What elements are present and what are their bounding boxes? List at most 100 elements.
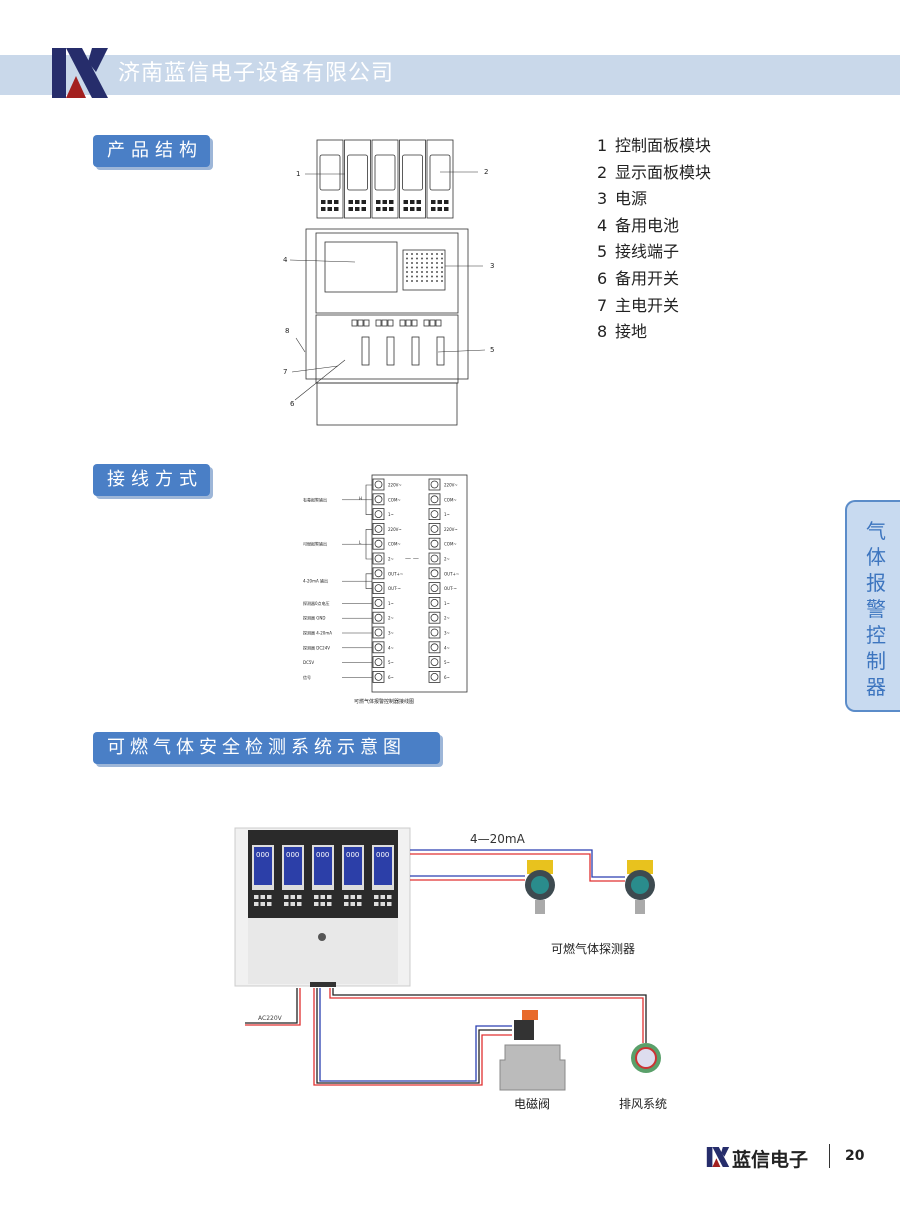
terminal-screw: [430, 613, 439, 622]
power-wire-black: [245, 988, 298, 1024]
terminal-label: 6~: [444, 675, 450, 680]
relay: [429, 319, 436, 327]
lcd-reading: 000: [346, 851, 359, 859]
power-wire-red: [245, 988, 301, 1026]
module-key: [334, 207, 339, 211]
group-bracket: [365, 484, 372, 515]
panel-key: [284, 902, 289, 906]
legend-number: 2: [597, 162, 608, 182]
fan-wire-red: [329, 988, 644, 1043]
module-key: [355, 200, 360, 204]
panel-key: [267, 902, 272, 906]
callout-number: 3: [490, 262, 494, 270]
terminal-label: OUT-~: [388, 586, 401, 591]
side-tab-char: 器: [866, 675, 886, 699]
terminal-label: OUT+~: [388, 571, 403, 576]
terminal-block: [361, 336, 370, 366]
vent-hole: [416, 275, 418, 278]
wire-label: 探测器 GND: [303, 615, 325, 621]
relay: [351, 319, 358, 327]
panel-key: [344, 902, 349, 906]
terminal-label: 3~: [388, 631, 394, 636]
terminal-label: COM~: [444, 497, 457, 502]
terminal-label: 5~: [388, 660, 394, 665]
vent-hole: [416, 257, 418, 260]
vent-hole: [426, 262, 428, 264]
valve-actuator: [522, 1010, 538, 1020]
signal-wire-blue: [410, 849, 625, 878]
terminal-label: 4~: [444, 645, 450, 650]
panel-key: [327, 902, 332, 906]
vent-hole: [431, 271, 433, 273]
panel-key: [290, 895, 295, 899]
lock-icon: [318, 933, 326, 941]
panel-key: [357, 895, 362, 899]
module-key: [376, 207, 381, 211]
cabinet-base: [316, 382, 458, 426]
terminal: [428, 626, 441, 639]
legend-label: 控制面板模块: [615, 136, 712, 155]
vent-hole: [406, 280, 408, 282]
vent-hole: [436, 262, 438, 264]
fan-blade: [635, 1047, 657, 1069]
lcd-screen: [374, 847, 392, 885]
module-display: [402, 154, 423, 191]
vent-hole: [411, 271, 413, 273]
legend-number: 3: [597, 189, 608, 209]
relay: [405, 319, 412, 327]
legend-label: 备用开关: [615, 268, 680, 288]
side-tab-char: 气: [866, 519, 886, 543]
vent-hole: [436, 275, 438, 278]
terminal-screw: [374, 613, 383, 622]
terminal-label: 1~: [444, 512, 450, 517]
wire-label: 有毒报警输出: [303, 496, 327, 502]
panel-key: [344, 895, 349, 899]
power-supply: [402, 249, 446, 291]
vent-hole: [421, 262, 423, 264]
callout-arrow: [437, 349, 486, 353]
terminal-screw: [374, 569, 383, 578]
terminal-screw: [430, 554, 439, 563]
terminal-screw: [430, 510, 439, 518]
panel-key: [374, 895, 379, 899]
terminal-screw: [430, 569, 439, 578]
terminal-screw: [374, 658, 383, 666]
terminal-screw: [374, 599, 383, 607]
module-key: [403, 207, 408, 211]
valve-wire-blue: [319, 988, 512, 1082]
vent-hole: [436, 280, 438, 282]
terminal-block: [386, 336, 395, 366]
vent-hole: [411, 262, 413, 264]
vent-hole: [426, 253, 428, 255]
legend-item: 1 控制面板模块: [597, 133, 711, 160]
relay: [363, 319, 370, 327]
module-key: [382, 207, 387, 211]
legend-number: 1: [597, 136, 608, 155]
terminal: [428, 597, 441, 609]
terminal: [428, 478, 441, 491]
vent-hole: [406, 266, 408, 269]
group-mark: H: [359, 496, 362, 501]
terminal: [372, 626, 385, 639]
terminal-screw: [374, 495, 383, 504]
wire-label: 探测器 4-20mA: [303, 630, 332, 636]
panel-key: [350, 895, 355, 899]
company-logo: [52, 48, 108, 98]
terminal: [372, 671, 385, 683]
backup-battery: [324, 241, 398, 293]
terminal-label: 2~: [444, 557, 450, 562]
module-panel: [316, 139, 344, 219]
terminal-screw: [430, 643, 439, 652]
terminal: [428, 611, 441, 624]
group-bracket: [365, 529, 372, 560]
module-key: [382, 200, 387, 204]
module-display: [374, 154, 396, 191]
terminal-label: 1~: [444, 601, 450, 606]
module-display: [429, 154, 451, 191]
relay: [435, 319, 442, 327]
panel-key: [380, 895, 385, 899]
legend-label: 备用电池: [615, 215, 680, 235]
terminal-screw: [374, 510, 383, 518]
